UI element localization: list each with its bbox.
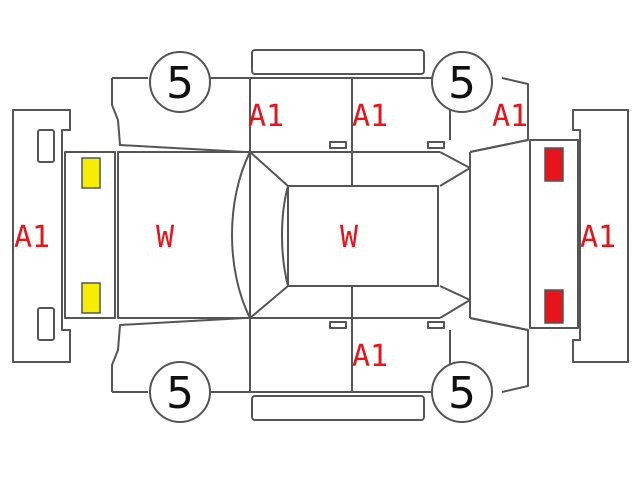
wheel-front-top: 5 bbox=[149, 51, 211, 113]
wheel-mark: 5 bbox=[448, 368, 476, 419]
roof-outline bbox=[287, 185, 439, 287]
wheel-front-bottom: 5 bbox=[149, 361, 211, 423]
wheel-mark: 5 bbox=[448, 58, 476, 109]
rear-bumper bbox=[572, 109, 629, 363]
rear-fascia bbox=[529, 139, 579, 329]
top-side-skirt bbox=[251, 49, 425, 75]
top-view-body bbox=[117, 139, 529, 331]
front-lamp-top bbox=[81, 157, 101, 189]
code-rear-bumper: A1 bbox=[580, 220, 616, 255]
code-roof: W bbox=[340, 220, 359, 255]
bottom-side-skirt bbox=[251, 395, 425, 421]
wheel-rear-bottom: 5 bbox=[431, 361, 493, 423]
front-bumper bbox=[12, 109, 71, 363]
code-front-left-door: A1 bbox=[248, 99, 284, 134]
front-lamp-bottom bbox=[81, 282, 101, 314]
code-left-bumper: A1 bbox=[14, 220, 50, 255]
code-rear-left-quarter: A1 bbox=[492, 99, 528, 134]
rear-lamp-bottom bbox=[544, 289, 564, 324]
code-hood: W bbox=[156, 220, 175, 255]
front-fascia bbox=[64, 151, 116, 319]
code-rear-left-door: A1 bbox=[352, 99, 388, 134]
hood-outline bbox=[117, 151, 251, 319]
wheel-mark: 5 bbox=[166, 58, 194, 109]
rear-lamp-top bbox=[544, 147, 564, 182]
wheel-rear-top: 5 bbox=[431, 51, 493, 113]
wheel-mark: 5 bbox=[166, 368, 194, 419]
code-rear-right-door: A1 bbox=[352, 339, 388, 374]
